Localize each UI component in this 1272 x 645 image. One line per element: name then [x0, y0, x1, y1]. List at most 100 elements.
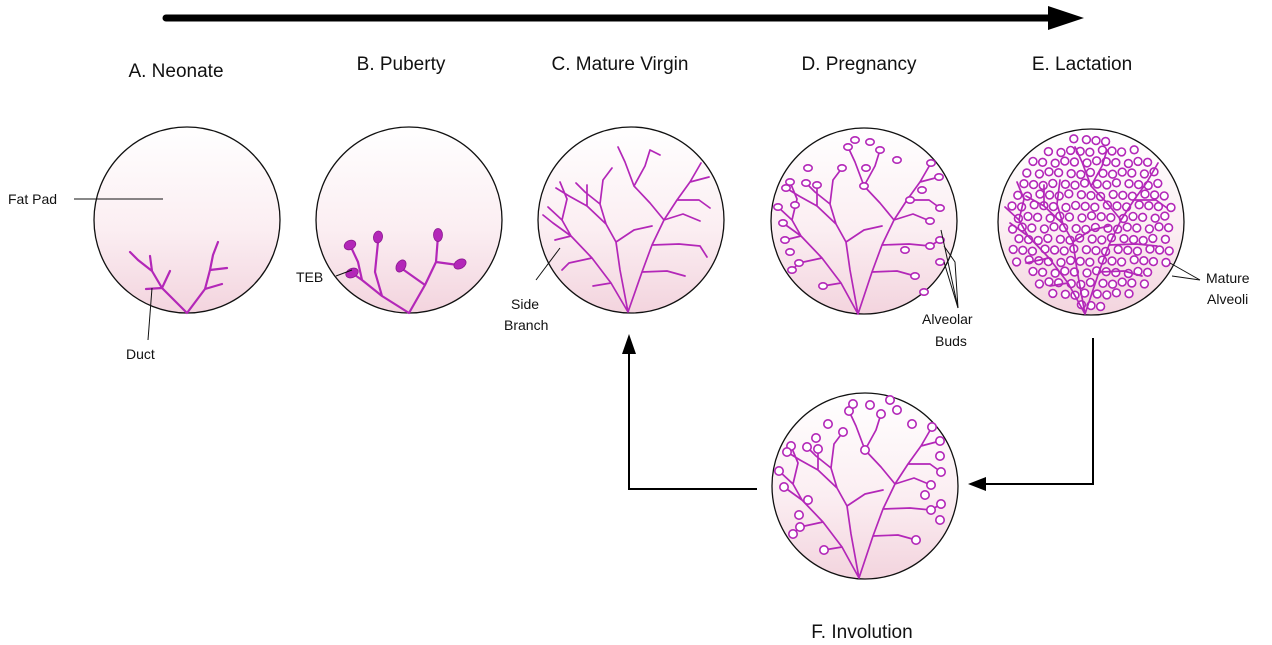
stage-title-lactation: E. Lactation	[1032, 54, 1132, 75]
alveolus	[1023, 169, 1031, 177]
alveolus	[1072, 225, 1080, 233]
alveolus	[1036, 280, 1044, 288]
alveolus	[838, 165, 846, 171]
alveolus	[1055, 169, 1063, 177]
alveolus	[1162, 235, 1170, 243]
alveolus	[795, 511, 803, 519]
alveolus	[1049, 290, 1057, 298]
alveolus	[1061, 157, 1069, 165]
alveolus	[1141, 170, 1149, 178]
alveolus	[1120, 235, 1128, 243]
alveolus	[1051, 246, 1059, 254]
alveolus	[804, 165, 812, 171]
alveolus	[936, 516, 944, 524]
alveolus	[1141, 280, 1149, 288]
alveolus	[1050, 203, 1058, 211]
involution-to-mature-virgin-arrow	[622, 334, 757, 489]
alveolus	[1065, 190, 1073, 198]
alveolus	[791, 202, 799, 208]
alveolus	[774, 204, 782, 210]
alveolus	[1081, 179, 1089, 187]
alveolus	[819, 283, 827, 289]
alveolus	[937, 500, 945, 508]
alveolus	[862, 165, 870, 171]
alveolus	[802, 180, 810, 186]
alveolus	[1133, 224, 1141, 232]
alveolus	[1045, 168, 1053, 176]
alveolus	[1036, 190, 1044, 198]
alveolus	[927, 506, 935, 514]
stage-title-neonate: A. Neonate	[128, 61, 223, 82]
alveolus	[1086, 148, 1094, 156]
alveolus	[1072, 202, 1080, 210]
alveolus	[1067, 147, 1075, 155]
alveolus	[1015, 235, 1023, 243]
alveolus	[1118, 258, 1126, 266]
alveolus	[926, 218, 934, 224]
alveolus	[1078, 191, 1086, 199]
alveolus	[1067, 257, 1075, 265]
alveolus	[928, 423, 936, 431]
alveolus	[1108, 147, 1116, 155]
alveolus	[789, 530, 797, 538]
alveolus	[1102, 138, 1110, 146]
alveolus	[1139, 213, 1147, 221]
alveolus	[1154, 180, 1162, 188]
alveolus	[1097, 213, 1105, 221]
alveolus	[886, 396, 894, 404]
stage-neonate	[94, 127, 280, 313]
alveolus	[1099, 279, 1107, 287]
alveolus	[1109, 170, 1117, 178]
alveolus	[1165, 247, 1173, 255]
alveolus	[1034, 213, 1042, 221]
alveolus	[1071, 181, 1079, 189]
alveolus	[1130, 146, 1138, 154]
alveolus	[1019, 246, 1027, 254]
label-side-branch-line1: Side	[511, 296, 539, 312]
alveolus	[893, 406, 901, 414]
alveolus	[1066, 213, 1074, 221]
alveolus	[901, 247, 909, 253]
alveolus	[1083, 246, 1091, 254]
alveolus	[1118, 168, 1126, 176]
alveolus	[1128, 279, 1136, 287]
alveolus	[1045, 278, 1053, 286]
alveolus	[1036, 170, 1044, 178]
alveolus	[1124, 246, 1132, 254]
alveolus	[1129, 213, 1137, 221]
alveolus	[936, 205, 944, 211]
alveolus	[1086, 258, 1094, 266]
alveolus	[1144, 158, 1152, 166]
alveolus	[1093, 290, 1101, 298]
alveolus	[1109, 280, 1117, 288]
alveolus	[1134, 247, 1142, 255]
alveolus	[1135, 201, 1143, 209]
alveolus	[812, 434, 820, 442]
alveolus	[912, 536, 920, 544]
alveolus	[1028, 224, 1036, 232]
alveolus	[1119, 191, 1127, 199]
alveolus	[1062, 290, 1070, 298]
alveolus	[796, 523, 804, 531]
fat-pad-disc	[94, 127, 280, 313]
alveolus	[839, 428, 847, 436]
alveolus	[1161, 212, 1169, 220]
alveolus	[935, 174, 943, 180]
alveolus	[1150, 258, 1158, 266]
alveolus	[908, 420, 916, 428]
alveolus	[851, 137, 859, 143]
alveolus	[1108, 257, 1116, 265]
alveolus	[1057, 149, 1065, 157]
alveolus	[876, 147, 884, 153]
alveolus	[927, 481, 935, 489]
alveolus	[1125, 160, 1133, 168]
alveolus	[1057, 259, 1065, 267]
alveolus	[921, 491, 929, 499]
alveolus	[1088, 235, 1096, 243]
alveolus	[781, 237, 789, 243]
alveolus	[1098, 236, 1106, 244]
fat-pad-disc	[316, 127, 502, 313]
alveolus	[1093, 157, 1101, 165]
alveolus	[1128, 169, 1136, 177]
